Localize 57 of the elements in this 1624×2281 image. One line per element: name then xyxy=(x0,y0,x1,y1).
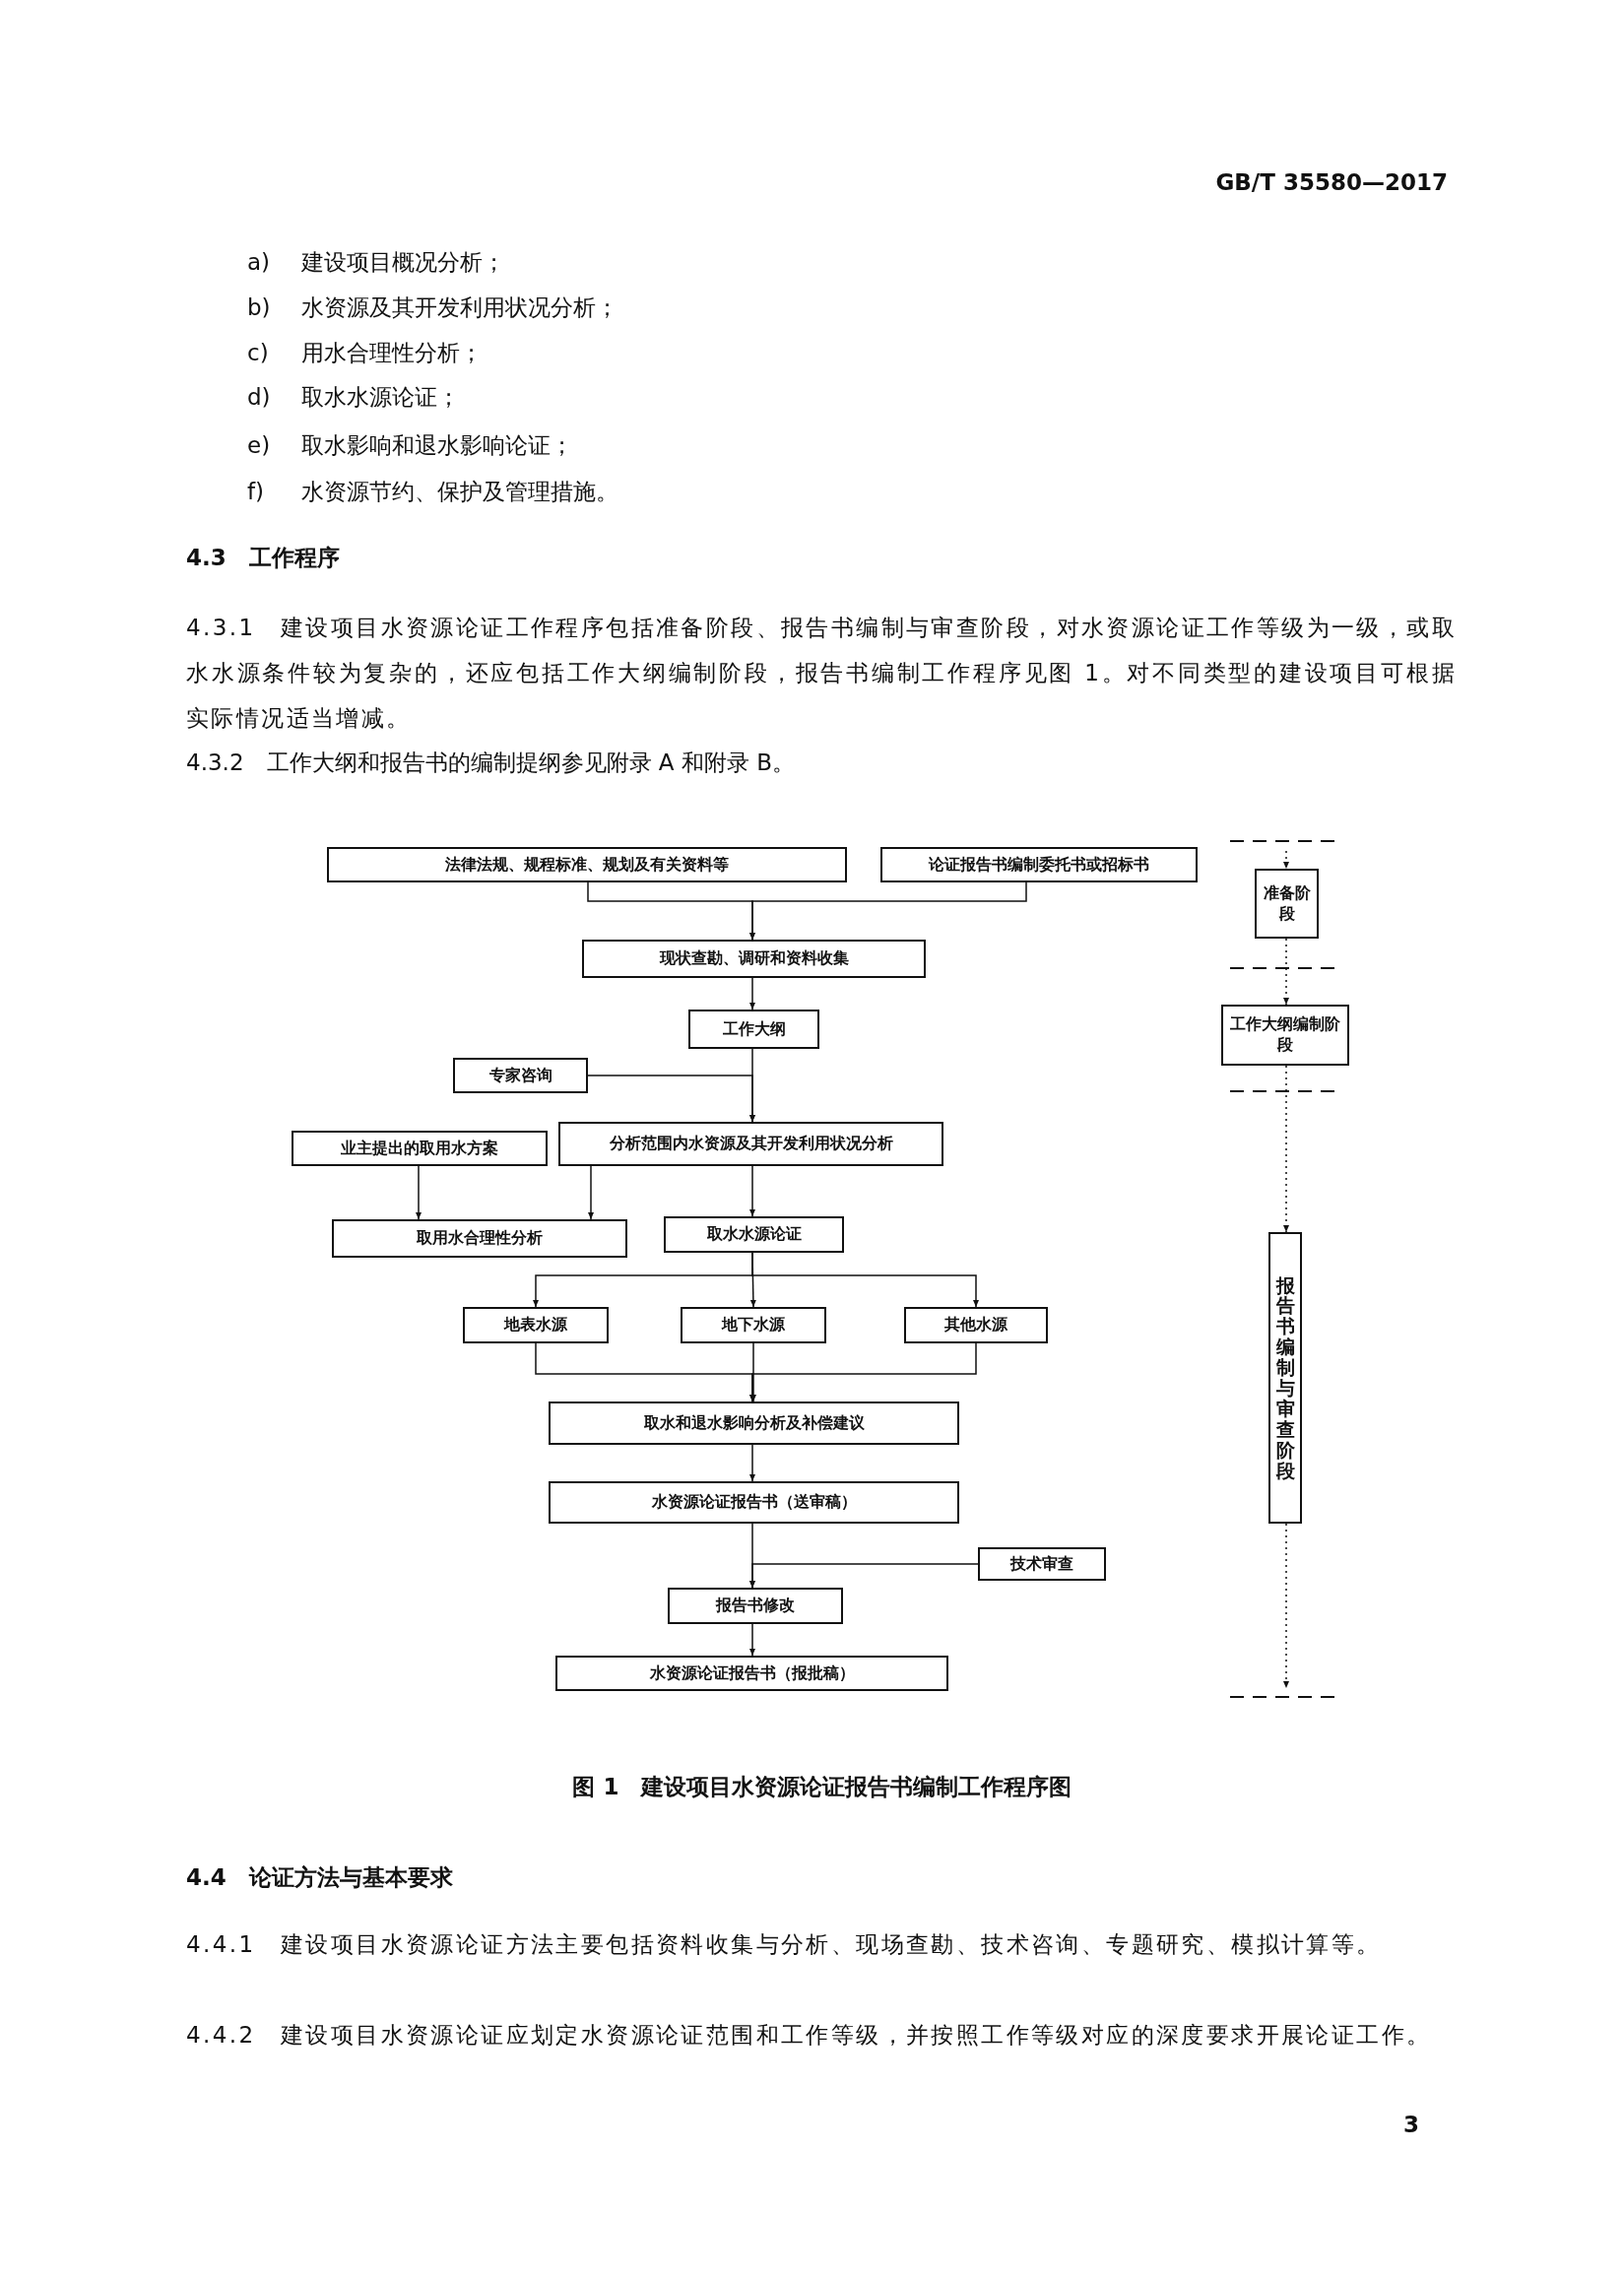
process-box: 水资源论证报告书（送审稿） xyxy=(549,1481,959,1524)
process-box: 法律法规、规程标准、规划及有关资料等 xyxy=(327,847,847,882)
arrow xyxy=(749,977,755,1010)
arrow xyxy=(750,1342,756,1402)
list-marker: f) xyxy=(247,478,266,506)
arrow xyxy=(588,1165,594,1220)
figure-caption: 图 1 建设项目水资源论证报告书编制工作程序图 xyxy=(571,1773,1073,1801)
process-box: 技术审查 xyxy=(978,1547,1106,1581)
list-item: 建设项目概况分析； xyxy=(301,248,506,277)
list-item: 取水影响和退水影响论证； xyxy=(301,431,574,460)
list-marker: a) xyxy=(247,248,272,277)
arrow xyxy=(1283,938,1289,1006)
phase-box: 报告书编制与审查阶段 xyxy=(1268,1232,1302,1524)
process-box: 分析范围内水资源及其开发利用状况分析 xyxy=(558,1122,943,1166)
arrow xyxy=(1283,1065,1289,1233)
list-item: 水资源节约、保护及管理措施。 xyxy=(301,478,619,506)
process-box: 业主提出的取用水方案 xyxy=(292,1131,548,1166)
process-box: 报告书修改 xyxy=(668,1588,843,1624)
section-heading: 4.3 工作程序 xyxy=(186,544,341,572)
list-marker: d) xyxy=(247,383,272,412)
list-marker: c) xyxy=(247,339,270,367)
list-item: 取水水源论证； xyxy=(301,383,461,412)
arrow xyxy=(1283,850,1289,870)
page-number: 3 xyxy=(1403,2111,1420,2139)
list-item: 用水合理性分析； xyxy=(301,339,484,367)
process-box: 取水和退水影响分析及补偿建议 xyxy=(549,1401,959,1445)
paragraph: 4.3.2 工作大纲和报告书的编制提纲参见附录 A 和附录 B。 xyxy=(186,749,796,777)
arrow xyxy=(749,881,1027,941)
paragraph: 4.4.2 建设项目水资源论证应划定水资源论证范围和工作等级，并按照工作等级对应的深度要求开展论证工作。 xyxy=(186,2021,1433,2050)
process-box: 论证报告书编制委托书或招标书 xyxy=(880,847,1198,882)
process-box: 工作大纲 xyxy=(688,1010,819,1049)
arrow xyxy=(749,1342,977,1402)
process-box: 取水水源论证 xyxy=(664,1216,844,1253)
process-box: 其他水源 xyxy=(904,1307,1048,1343)
phase-box: 准备阶段 xyxy=(1255,869,1319,939)
arrow xyxy=(587,1075,755,1123)
arrow xyxy=(749,1623,755,1657)
arrow xyxy=(749,1563,979,1589)
list-marker: b) xyxy=(247,293,272,322)
process-box: 取用水合理性分析 xyxy=(332,1219,627,1258)
section-heading: 4.4 论证方法与基本要求 xyxy=(186,1863,454,1892)
arrow xyxy=(749,1165,755,1217)
paragraph: 4.4.1 建设项目水资源论证方法主要包括资料收集与分析、现场查勘、技术咨询、专题研究、模拟计算等。 xyxy=(186,1930,1383,1959)
arrow xyxy=(751,1252,979,1308)
arrow xyxy=(1283,1523,1289,1689)
phase-box: 工作大纲编制阶段 xyxy=(1221,1005,1349,1066)
process-box: 地表水源 xyxy=(463,1307,609,1343)
process-box: 水资源论证报告书（报批稿） xyxy=(555,1656,948,1691)
process-box: 现状查勘、调研和资料收集 xyxy=(582,940,926,978)
list-marker: e) xyxy=(247,431,272,460)
arrow xyxy=(749,1444,755,1482)
arrow xyxy=(416,1165,422,1220)
paragraph: 4.3.1 建设项目水资源论证工作程序包括准备阶段、报告书编制与审查阶段，对水资源论证工作等级为一级，或取水水源条件较为复杂的，还应包括工作大纲编制阶段，报告书编制工作程序见图 1。对不同类型的建设项目可根据实际情况适当增减。 xyxy=(186,614,1457,733)
doc-header: GB/T 35580—2017 xyxy=(1214,168,1448,197)
process-box: 专家咨询 xyxy=(453,1058,588,1093)
process-box: 地下水源 xyxy=(681,1307,826,1343)
list-item: 水资源及其开发利用状况分析； xyxy=(301,293,619,322)
